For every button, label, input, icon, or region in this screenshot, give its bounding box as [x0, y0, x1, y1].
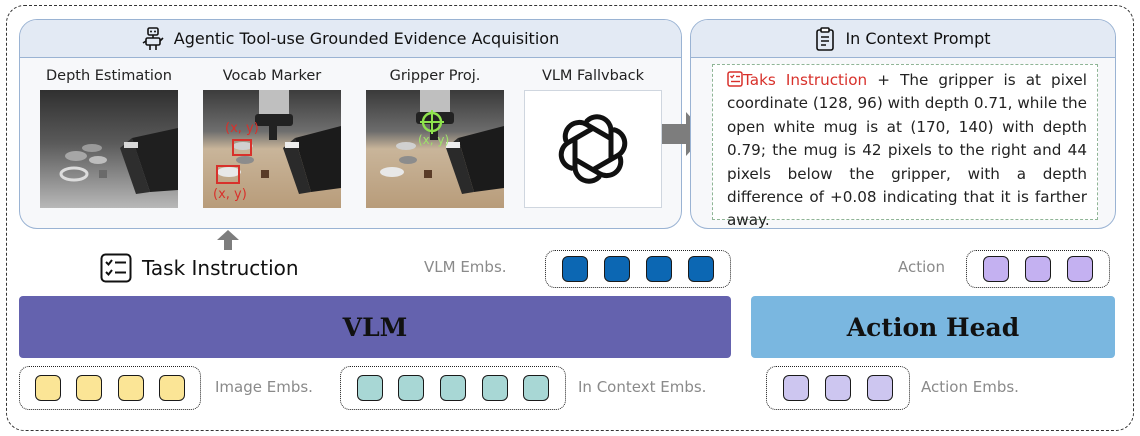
checklist-icon	[727, 71, 743, 87]
action-token	[1025, 256, 1051, 282]
action-embs-group	[766, 366, 910, 410]
in-context-prompt-title: In Context Prompt	[845, 29, 991, 48]
gripper-proj-label: (x, y)	[418, 133, 449, 147]
context-emb-token	[481, 375, 508, 401]
action-emb-token	[783, 375, 809, 401]
task-instruction: Task Instruction	[100, 253, 299, 283]
action-token	[983, 256, 1009, 282]
vocab-marker-label-1: (x, y)	[225, 121, 259, 136]
prompt-text: + The gripper is at pixel coordinate (12…	[727, 71, 1087, 230]
arrow-up-icon	[217, 230, 239, 250]
vocab-marker-image: (x, y) (x, y)	[203, 90, 341, 208]
tool-use-panel-title: Agentic Tool-use Grounded Evidence Acqui…	[173, 29, 560, 48]
clipboard-icon	[816, 26, 835, 51]
openai-logo-icon	[558, 114, 628, 184]
context-embs-label: In Context Embs.	[578, 378, 707, 396]
outer-frame	[6, 5, 1134, 431]
action-embs-label: Action Embs.	[921, 378, 1019, 396]
action-label: Action	[898, 258, 945, 276]
in-context-prompt-header: In Context Prompt	[691, 20, 1115, 58]
vlm-emb-token	[688, 256, 714, 282]
action-group	[966, 250, 1110, 288]
context-embs-group	[340, 366, 566, 410]
vocab-marker-label-2: (x, y)	[213, 187, 247, 202]
image-emb-token	[158, 375, 185, 401]
vlm-fallback-tile	[524, 90, 662, 208]
image-emb-token	[117, 375, 144, 401]
action-head-label: Action Head	[846, 312, 1020, 342]
gripper-projection-image: (x, y)	[366, 90, 504, 208]
image-embs-group	[19, 366, 201, 410]
tile-label-vocab: Vocab Marker	[222, 68, 322, 84]
prompt-text-box: Taks Instruction + The gripper is at pix…	[712, 64, 1098, 229]
action-emb-token	[825, 375, 851, 401]
robot-icon	[142, 26, 164, 50]
task-instruction-label: Task Instruction	[142, 256, 299, 280]
action-emb-token	[867, 375, 893, 401]
tile-label-depth: Depth Estimation	[46, 68, 172, 84]
vlm-bar-label: VLM	[342, 312, 408, 342]
image-emb-token	[35, 375, 62, 401]
tool-use-panel-header: Agentic Tool-use Grounded Evidence Acqui…	[20, 20, 681, 58]
action-head-bar: Action Head	[751, 296, 1115, 358]
prompt-highlight: Taks Instruction	[743, 71, 868, 89]
vlm-emb-token	[604, 256, 630, 282]
context-emb-token	[439, 375, 466, 401]
vlm-embs-label: VLM Embs.	[424, 258, 507, 276]
vlm-emb-token	[646, 256, 672, 282]
tile-label-gripper: Gripper Proj.	[389, 68, 481, 84]
context-emb-token	[398, 375, 425, 401]
vlm-bar: VLM	[19, 296, 731, 358]
task-checklist-icon	[100, 253, 132, 283]
depth-estimation-image	[40, 90, 178, 208]
action-token	[1067, 256, 1093, 282]
vlm-emb-token	[562, 256, 588, 282]
image-emb-token	[76, 375, 103, 401]
image-embs-label: Image Embs.	[215, 378, 313, 396]
context-emb-token	[523, 375, 550, 401]
context-emb-token	[356, 375, 383, 401]
vlm-embs-group	[545, 250, 731, 288]
tile-label-fallback: VLM Fallvback	[541, 68, 645, 84]
